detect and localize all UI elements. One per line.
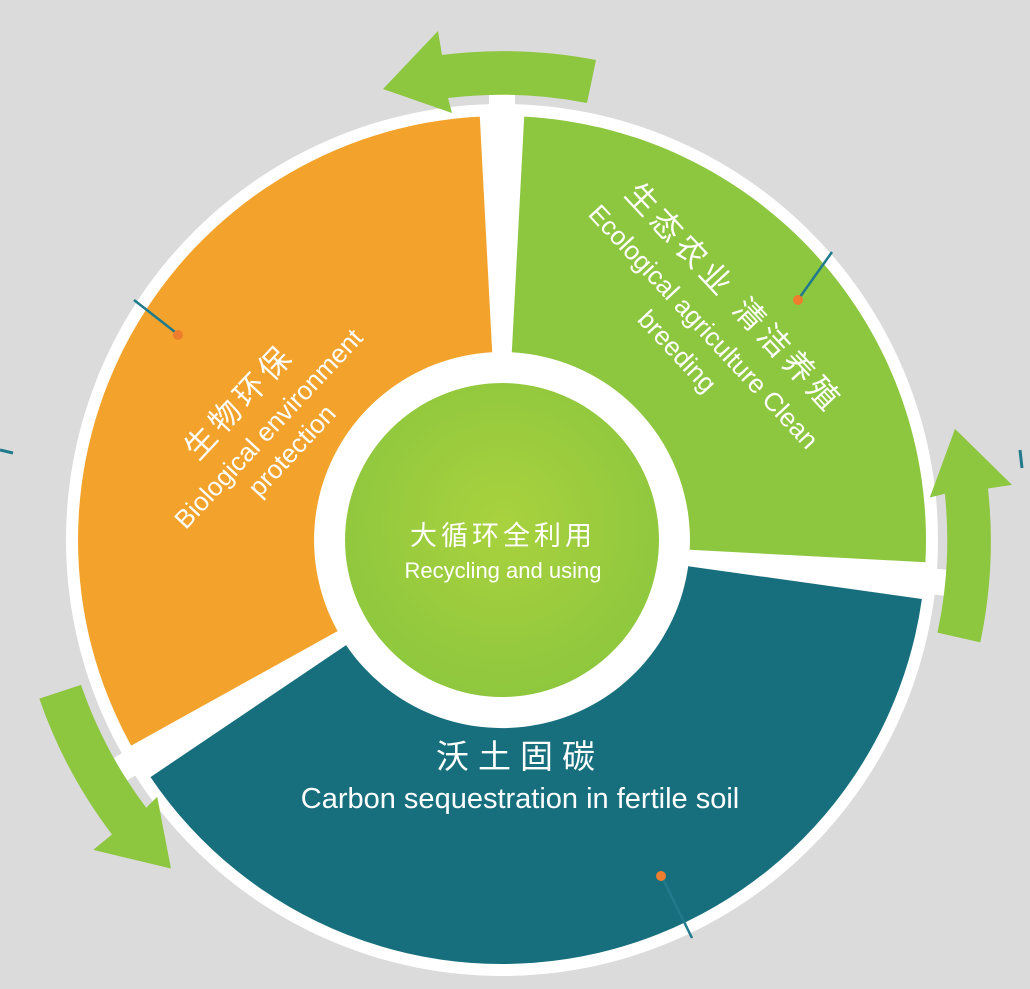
teal-label-en: Carbon sequestration in fertile soil bbox=[301, 783, 739, 815]
callout-line bbox=[661, 878, 694, 939]
teal-label-zh: 沃土固碳 bbox=[436, 738, 604, 775]
callout-green-segment bbox=[793, 251, 834, 305]
center-hub-circle bbox=[345, 383, 659, 697]
callout-orange-segment bbox=[133, 299, 183, 340]
center-label-zh: 大循环全利用 bbox=[410, 521, 596, 551]
segment-carbon-sequestration bbox=[150, 566, 922, 965]
center-label-en: Recycling and using bbox=[405, 558, 602, 583]
callout-teal-segment bbox=[656, 871, 694, 939]
callout-dot bbox=[656, 871, 666, 881]
edge-tick-left bbox=[0, 448, 14, 455]
callout-line bbox=[798, 251, 834, 298]
callout-dot bbox=[173, 330, 183, 340]
label-center-hub: 大循环全利用 Recycling and using bbox=[405, 521, 602, 583]
callout-line bbox=[133, 299, 176, 333]
edge-tick-right bbox=[1018, 449, 1024, 469]
segment-ecological-agriculture-clean-breeding bbox=[511, 116, 926, 563]
label-teal-segment: 沃土固碳 Carbon sequestration in fertile soi… bbox=[301, 738, 739, 815]
segment-biological-environment-protection bbox=[78, 116, 493, 746]
callout-dot bbox=[793, 295, 803, 305]
